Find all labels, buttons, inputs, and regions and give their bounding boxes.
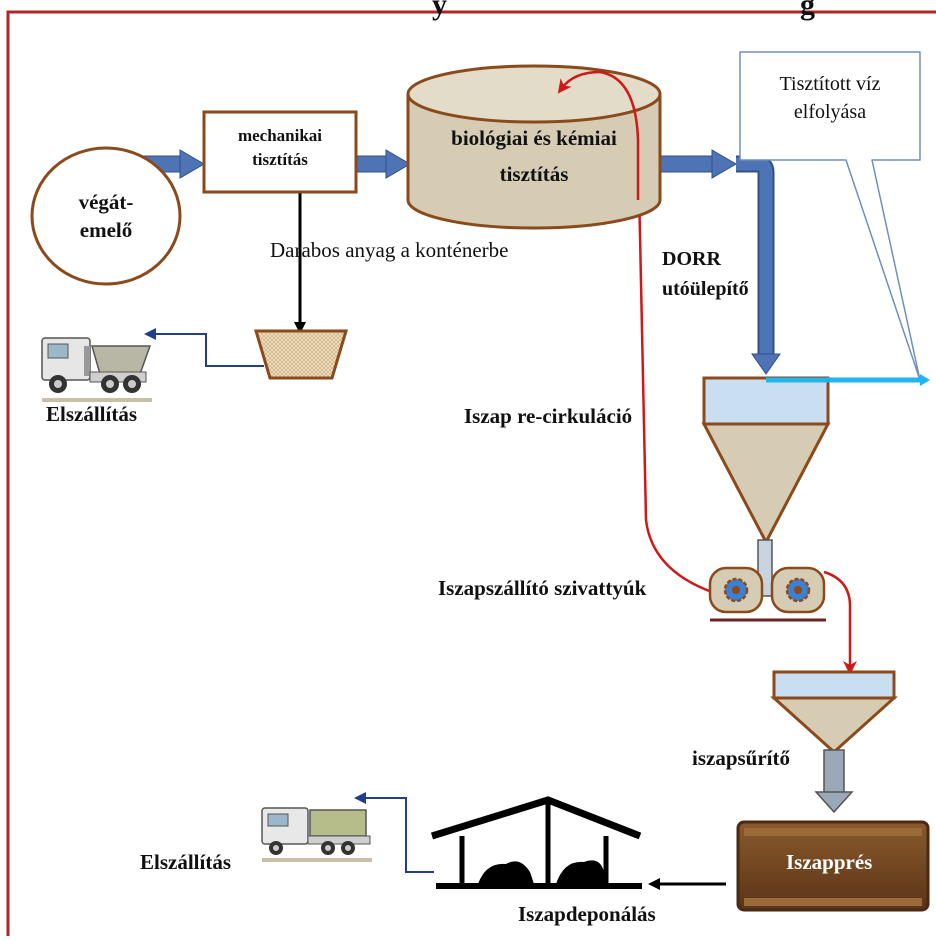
elszallitas-bottom-label: Elszállítás bbox=[140, 850, 232, 874]
page-title-fragment: y bbox=[432, 0, 447, 21]
darabos-label: Darabos anyag a konténerbe bbox=[270, 238, 509, 262]
iszapsurito-label: iszapsűrítő bbox=[692, 746, 791, 770]
dorr-pipe-arrowhead bbox=[751, 353, 781, 375]
biologiai-node bbox=[406, 64, 662, 230]
truck-top-arrow bbox=[144, 328, 264, 367]
sludge-to-thickener-line bbox=[823, 570, 857, 675]
shelter-icon bbox=[430, 796, 642, 889]
dorr-settler bbox=[701, 376, 831, 597]
iszappres-label: Iszapprés bbox=[786, 850, 873, 874]
vegat-emelo-node bbox=[30, 146, 182, 286]
truck-icon-top bbox=[41, 337, 152, 402]
callout-bubble bbox=[739, 51, 921, 381]
flow-arrow-3 bbox=[655, 149, 737, 179]
iszap-recirkulacio-label: Iszap re-cirkuláció bbox=[464, 404, 633, 428]
elszallitas-top-label: Elszállítás bbox=[46, 402, 138, 426]
pump-icon bbox=[708, 566, 826, 622]
mechanikai-node bbox=[202, 110, 358, 194]
sludge-pile-icon bbox=[478, 860, 608, 884]
container-icon bbox=[253, 329, 349, 380]
iszapszallito-szivattyuk-label: Iszapszállító szivattyúk bbox=[438, 576, 647, 600]
page-title-fragment-end: g bbox=[800, 0, 815, 21]
truck-icon-bottom bbox=[261, 807, 372, 862]
filter-press bbox=[736, 820, 930, 912]
frame-border bbox=[6, 10, 936, 936]
thickener bbox=[770, 670, 898, 814]
iszapdeponalas-label: Iszapdeponálás bbox=[518, 902, 656, 926]
truck-bottom-arrow bbox=[354, 792, 434, 873]
vegat-emelo-label: végát-emelő bbox=[78, 190, 134, 242]
